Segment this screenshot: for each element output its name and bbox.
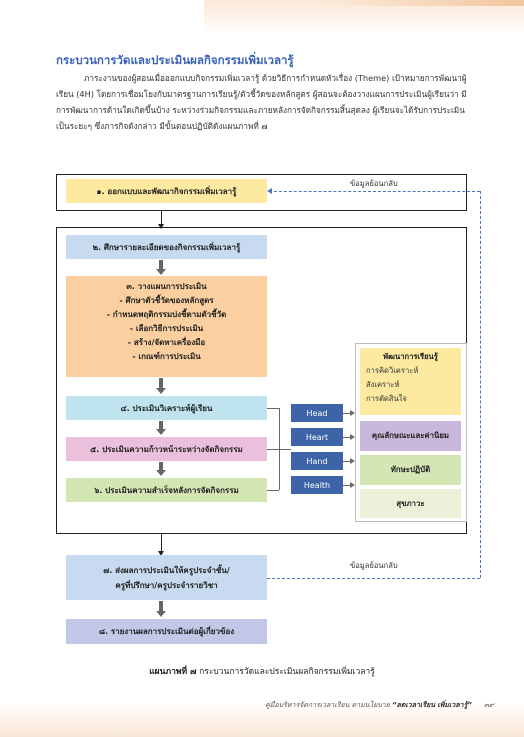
outcome-health: สุขภาวะ bbox=[360, 489, 461, 518]
intro-paragraph: ภาระงานของผู้สอนเมื่อออกแบบกิจกรรมเพิ่มเ… bbox=[56, 73, 467, 131]
outcome-knowledge: พัฒนาการเรียนรู้ การคิดวิเคราะห์ สังเครา… bbox=[360, 348, 461, 415]
step3-item: - ศึกษาตัวชี้วัดของหลักสูตร bbox=[119, 296, 214, 305]
arrow-1-2 bbox=[158, 211, 164, 229]
connector-line bbox=[267, 449, 279, 450]
connector-line bbox=[267, 408, 279, 409]
arrow-heart-values bbox=[343, 434, 355, 440]
caption-text: กระบวนการวัดและประเมินผลกิจกรรมเพิ่มเวลา… bbox=[199, 667, 375, 677]
step3-item: - เลือกวิธีการประเมิน bbox=[129, 324, 204, 333]
step3-title: ๓. วางแผนการประเมิน bbox=[126, 282, 207, 291]
arrow-2-3 bbox=[156, 260, 166, 275]
step1-box: ๑. ออกแบบและพัฒนากิจกรรมเพิ่มเวลารู้ bbox=[66, 179, 267, 203]
feedback-line-vertical bbox=[480, 191, 481, 578]
arrow-health-health bbox=[343, 482, 355, 488]
outcome-skills: ทักษะปฏิบัติ bbox=[360, 455, 461, 485]
caption-figure-number: แผนภาพที่ ๗ bbox=[149, 667, 197, 677]
feedback-label-top: ข้อมูลย้อนกลับ bbox=[350, 179, 398, 188]
arrow-3-4 bbox=[156, 378, 166, 394]
step7-line2: ครูที่ปรึกษา/ครูประจำรายวิชา bbox=[115, 580, 218, 590]
feedback-line-bottom bbox=[267, 578, 480, 579]
arrow-4-5 bbox=[156, 421, 166, 435]
step1-frame bbox=[56, 174, 467, 211]
h-label-head: Head bbox=[291, 404, 343, 422]
arrow-hand-skills bbox=[343, 458, 355, 464]
step2-box: ๒. ศึกษารายละเอียดของกิจกรรมเพิ่มเวลารู้ bbox=[66, 235, 267, 259]
footer-quote: “ลดเวลาเรียน เพิ่มเวลารู้” bbox=[392, 701, 472, 709]
h-label-hand: Hand bbox=[291, 452, 343, 470]
connector-line bbox=[267, 490, 279, 491]
top-decoration bbox=[204, 0, 524, 34]
arrow-5-6 bbox=[156, 462, 166, 476]
step3-box: ๓. วางแผนการประเมิน - ศึกษาตัวชี้วัดของห… bbox=[66, 276, 267, 377]
knowledge-title: พัฒนาการเรียนรู้ bbox=[383, 352, 438, 361]
feedback-label-bottom: ข้อมูลย้อนกลับ bbox=[350, 561, 398, 570]
step7-line1: ๗. ส่งผลการประเมินให้ครูประจำชั้น/ bbox=[103, 565, 230, 575]
page-number: ๓๙ bbox=[484, 701, 494, 709]
section-heading: กระบวนการวัดและประเมินผลกิจกรรมเพิ่มเวลา… bbox=[56, 53, 294, 67]
connector-line bbox=[279, 449, 291, 450]
page-footer: คู่มือบริหารจัดการเวลาเรียน ตามนโยบาย “ล… bbox=[265, 700, 494, 711]
step6-box: ๖. ประเมินความสำเร็จหลังการจัดกิจกรรม bbox=[66, 478, 267, 502]
h-label-heart: Heart bbox=[291, 428, 343, 446]
step7-box: ๗. ส่งผลการประเมินให้ครูประจำชั้น/ ครูที… bbox=[66, 555, 267, 600]
knowledge-item: การตัดสินใจ bbox=[366, 394, 407, 403]
step4-box: ๔. ประเมินวิเคราะห์ผู้เรียน bbox=[66, 396, 267, 420]
step3-item: - กำหนดพฤติกรรมบ่งชี้ตามตัวชี้วัด bbox=[106, 310, 227, 319]
feedback-arrow-top bbox=[267, 188, 480, 194]
knowledge-item: การคิดวิเคราะห์ bbox=[366, 366, 419, 375]
h-label-health: Health bbox=[291, 476, 343, 494]
footer-text: คู่มือบริหารจัดการเวลาเรียน ตามนโยบาย bbox=[265, 701, 390, 709]
outcome-values: คุณลักษณะและค่านิยม bbox=[360, 421, 461, 451]
arrow-head-knowledge bbox=[343, 410, 355, 416]
step8-box: ๘. รายงานผลการประเมินต่อผู้เกี่ยวข้อง bbox=[66, 619, 267, 644]
arrow-6-7 bbox=[158, 534, 164, 556]
arrow-7-8 bbox=[156, 601, 166, 617]
knowledge-item: สังเคราะห์ bbox=[366, 380, 400, 389]
figure-caption: แผนภาพที่ ๗ กระบวนการวัดและประเมินผลกิจก… bbox=[0, 664, 524, 678]
step5-box: ๕. ประเมินความก้าวหน้าระหว่างจัดกิจกรรม bbox=[66, 437, 267, 461]
step3-item: - สร้าง/จัดหาเครื่องมือ bbox=[127, 338, 206, 347]
step3-item: - เกณฑ์การประเมิน bbox=[132, 352, 201, 361]
bottom-decoration bbox=[0, 703, 524, 737]
